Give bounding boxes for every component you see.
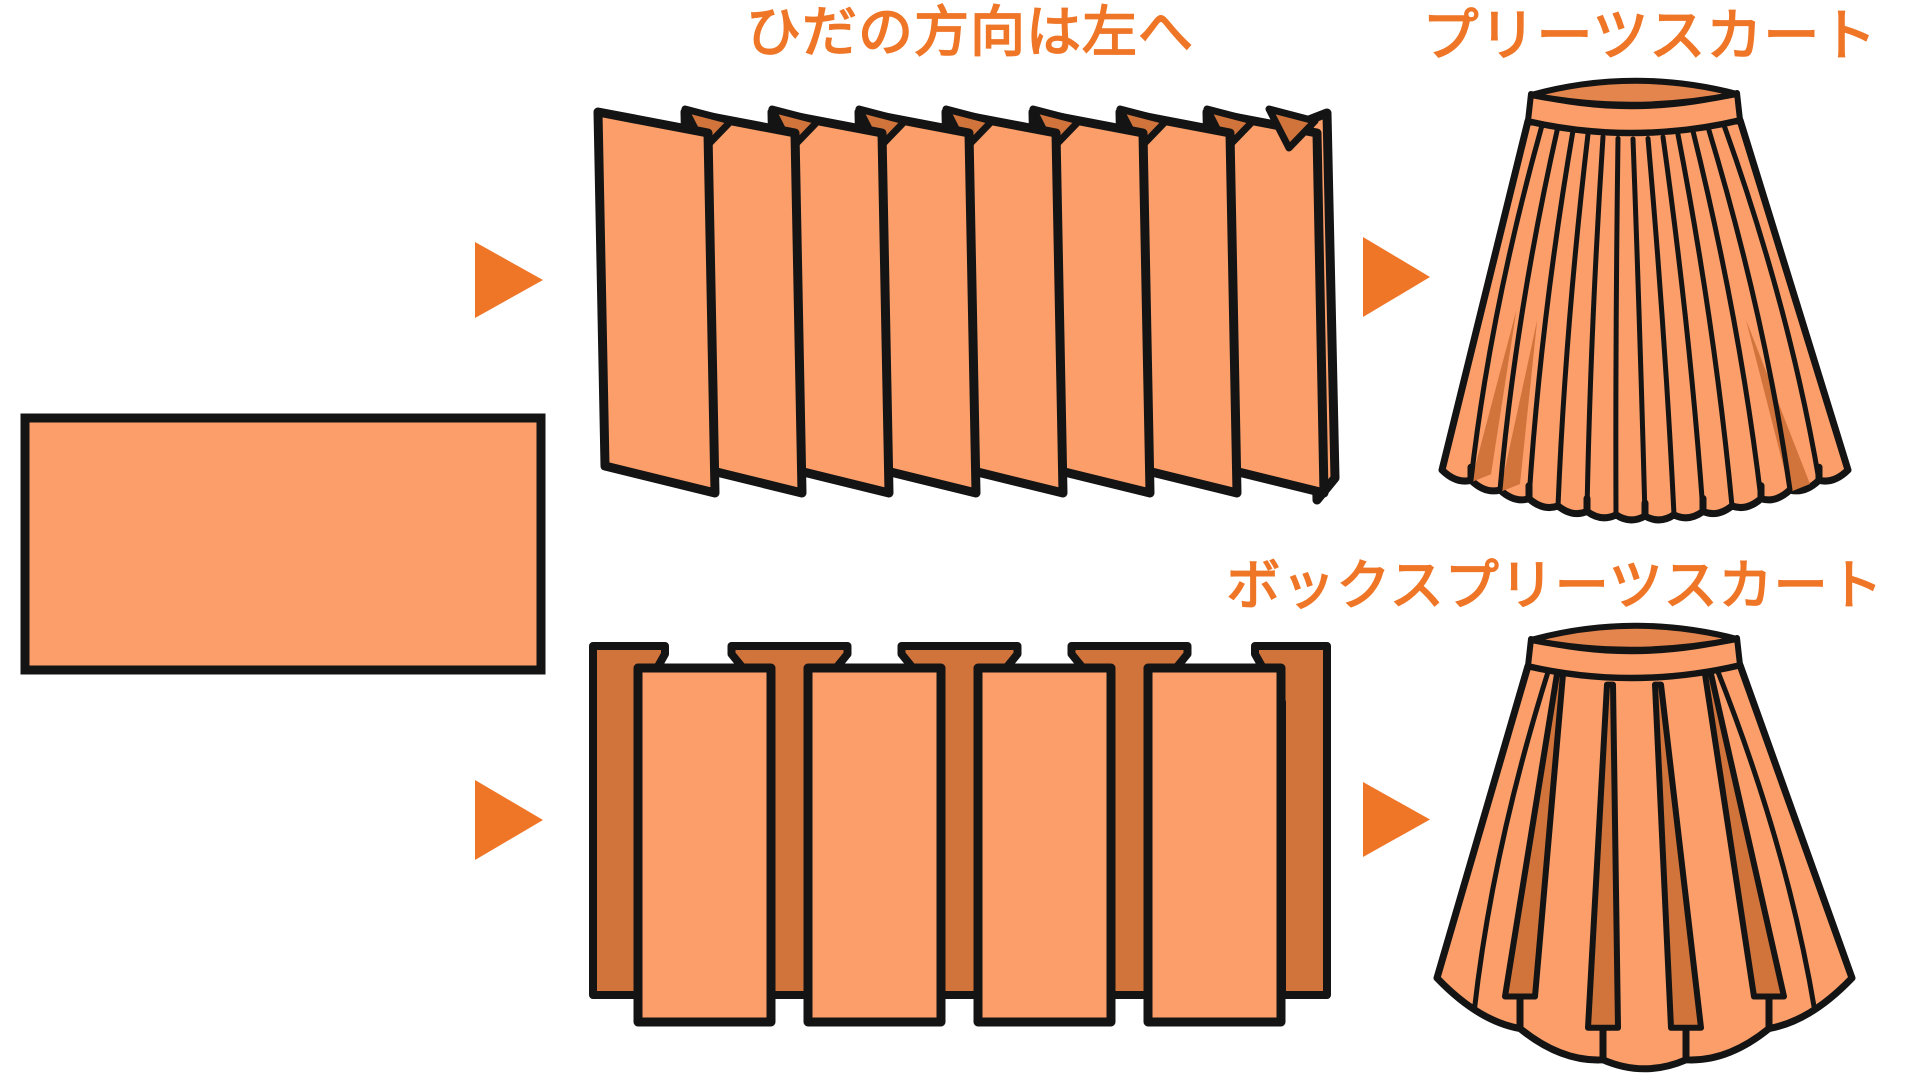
skirt-waist-opening — [1528, 77, 1740, 108]
box-pleat-skirt — [1433, 622, 1856, 1073]
arrow-top-left — [475, 242, 543, 318]
knife-skirt-pleat-line — [1705, 124, 1793, 493]
arrow-bottom-right — [1363, 782, 1430, 857]
knife-skirt-pleat-line — [1497, 123, 1561, 493]
box-pleats-diagram — [589, 642, 1331, 1027]
box-skirt-edge-pleat-line — [1714, 666, 1818, 1013]
box-pleat-front-panel — [803, 663, 946, 1027]
knife-skirt-pleat-line — [1526, 128, 1576, 502]
knife-pleat-skirt-label: プリーツスカート — [1422, 4, 1878, 69]
knife-skirt-pleat-line — [1555, 131, 1591, 509]
knife-skirt-pleat-line — [1468, 119, 1546, 483]
box-skirt-edge-pleat-line — [1471, 666, 1552, 1013]
fold-direction-caption: ひだの方向は左へ — [745, 0, 1194, 64]
knife-skirt-pleat-line — [1613, 135, 1621, 518]
knife-pleat-panel — [593, 107, 720, 498]
knife-pleat-fold-wedge — [1265, 105, 1319, 152]
knife-skirt-fold-shadow — [1471, 310, 1517, 483]
knife-skirt-fold-shadow — [1500, 320, 1538, 492]
knife-skirt-pleat-line — [1584, 134, 1606, 514]
knife-skirt-pleat-line — [1675, 131, 1735, 509]
skirt-waist-opening — [1528, 622, 1740, 653]
arrow-bottom-left — [475, 780, 543, 860]
box-pleat-skirt-label: ボックスプリーツスカート — [1226, 554, 1884, 617]
knife-skirt-pleat-line — [1720, 119, 1822, 483]
box-skirt-gap-fold — [1652, 681, 1704, 1031]
box-pleat-front-panel — [973, 663, 1116, 1027]
knife-pleat-skirt — [1438, 77, 1852, 524]
fabric-rectangle — [20, 413, 546, 675]
box-skirt-gap-fold — [1585, 681, 1621, 1031]
knife-skirt-pleat-line — [1690, 128, 1764, 502]
box-pleat-front-panel — [1143, 663, 1286, 1027]
knife-skirt-pleat-line — [1630, 136, 1648, 519]
knife-skirt-pleat-line — [1645, 136, 1677, 518]
knife-pleats-diagram — [593, 105, 1340, 505]
box-pleat-front-panel — [633, 663, 776, 1027]
arrow-top-right — [1363, 237, 1430, 317]
knife-skirt-pleat-line — [1660, 134, 1706, 514]
